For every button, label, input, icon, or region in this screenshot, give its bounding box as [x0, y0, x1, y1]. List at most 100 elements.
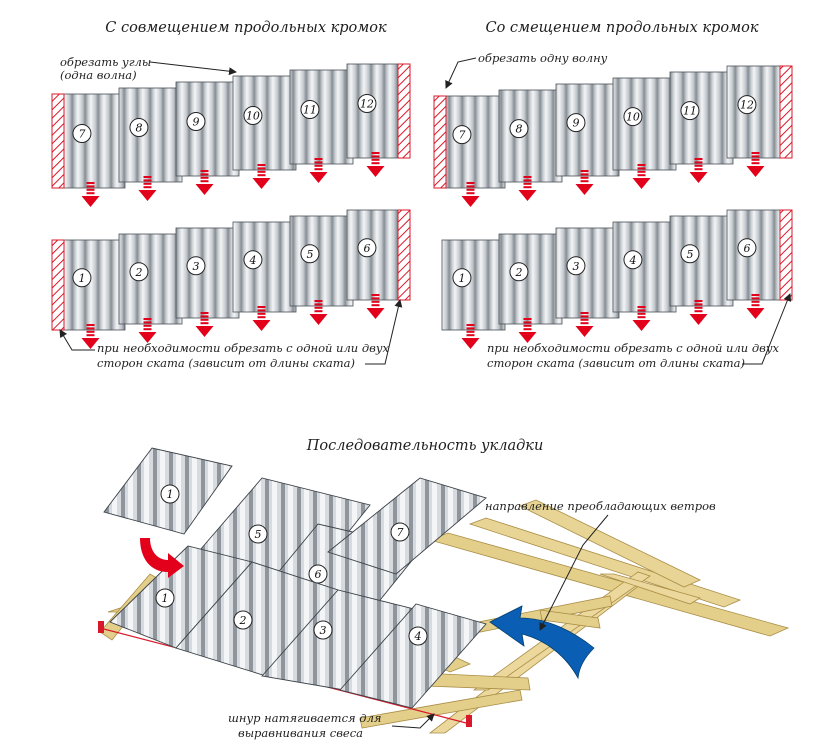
arrow-stripe [637, 309, 646, 312]
arrow-stripe [637, 170, 646, 173]
arrow-stripe [314, 168, 323, 171]
arrow-stripe [314, 161, 323, 164]
arrow-stripe [580, 312, 589, 314]
arrow-stripe [314, 306, 323, 309]
arrow-stripe [257, 316, 266, 319]
sheet-number-badge [243, 250, 263, 270]
arrow-stripe [466, 334, 475, 337]
down-arrow-icon [632, 178, 651, 189]
arrow-stripe [143, 318, 152, 320]
pointer-cord [391, 713, 435, 729]
arrow-stripe [466, 324, 475, 326]
arrow-stripe [86, 324, 95, 326]
sheet-number: 7 [458, 129, 465, 142]
roof-structure [98, 499, 790, 734]
trim-zone-left [433, 95, 447, 189]
wind-direction-arrow [489, 605, 595, 680]
arrow-stripe [466, 330, 475, 333]
arrow-stripe [314, 310, 323, 313]
sheet-number-badge [72, 123, 92, 143]
down-arrow-icon [461, 338, 480, 349]
arrow-stripe [143, 186, 152, 189]
arrow-stripe [371, 300, 380, 303]
arrow-stripe [466, 327, 475, 330]
sheet-number-badge [623, 107, 643, 127]
arrow-stripe [523, 182, 532, 185]
corrugated-sheet [61, 93, 126, 189]
sheet-number-badge [248, 524, 268, 544]
sheet-number: 8 [135, 121, 142, 134]
sheet-number: 5 [255, 528, 262, 541]
arrow-stripe [371, 294, 380, 296]
down-arrow-icon [575, 326, 594, 337]
arrow-stripe [751, 158, 760, 161]
arrow-stripe [637, 306, 646, 308]
sheet-number: 8 [515, 123, 522, 136]
sheet-number: 5 [686, 248, 693, 261]
arrow-stripe [143, 324, 152, 327]
down-arrow-icon [746, 166, 765, 177]
arrow-stripe [751, 294, 760, 296]
down-arrow-icon [366, 166, 385, 177]
sheet-number-badge [408, 626, 428, 646]
rafter [518, 499, 701, 588]
sheet-number-badge [308, 564, 328, 584]
arrow-stripe [200, 180, 209, 183]
sheet-number-badge [737, 95, 757, 115]
arrow-stripe [751, 297, 760, 300]
arrow-stripe [200, 176, 209, 179]
arrow-stripe [143, 328, 152, 331]
down-arrow-icon [138, 332, 157, 343]
batten [539, 609, 601, 629]
arrow-stripe [694, 306, 703, 309]
pointer-cut-corners [149, 61, 237, 76]
arrow-stripe [257, 164, 266, 166]
sheet-number-badge [452, 125, 472, 145]
arrow-stripe [694, 164, 703, 167]
sheet-number: 7 [397, 526, 404, 539]
sheet-number: 5 [306, 248, 313, 261]
arrow-stripe [523, 318, 532, 320]
sheet-number-badge [737, 238, 757, 258]
arrow-stripe [637, 316, 646, 319]
trim-zone-left [51, 93, 65, 189]
sheet-number: 9 [192, 115, 199, 128]
down-arrow-icon [518, 190, 537, 201]
note-cut-corners: обрезать углы [60, 55, 151, 69]
arrow-stripe [200, 322, 209, 325]
arrow-stripe [466, 188, 475, 191]
arrow-stripe [751, 300, 760, 303]
corrugated-sheet [555, 227, 620, 319]
arrow-stripe [86, 182, 95, 184]
arrow-stripe [751, 155, 760, 158]
corrugated-sheet [498, 89, 563, 183]
arrow-stripe [143, 179, 152, 182]
down-arrow-icon [689, 314, 708, 325]
arrow-stripe [314, 158, 323, 160]
note-cord-line2: выравнивания свеса [238, 726, 363, 740]
sheet-number: 6 [363, 242, 370, 255]
sheet-number-badge [509, 262, 529, 282]
corrugated-sheet [441, 239, 506, 331]
sheet-number: 2 [239, 614, 247, 627]
sheet-number: 3 [192, 260, 199, 273]
arrow-stripe [694, 310, 703, 313]
sheet-number-badge [452, 268, 472, 288]
sheet-number: 12 [360, 97, 374, 110]
corrugated-sheet [232, 221, 297, 313]
corrugated-sheet [612, 221, 677, 313]
arrow-stripe [257, 167, 266, 170]
arrow-stripe [200, 318, 209, 321]
down-arrow-icon [689, 172, 708, 183]
down-arrow-icon [309, 172, 328, 183]
arrow-stripe [580, 318, 589, 321]
arrow-stripe [314, 303, 323, 306]
corrugated-sheet [175, 81, 240, 177]
arrow-stripe [86, 330, 95, 333]
arrow-stripe [580, 315, 589, 318]
corrugated-sheet [232, 75, 297, 171]
down-arrow-icon [746, 308, 765, 319]
sheet-number: 3 [320, 624, 327, 637]
down-arrow-icon [81, 338, 100, 349]
